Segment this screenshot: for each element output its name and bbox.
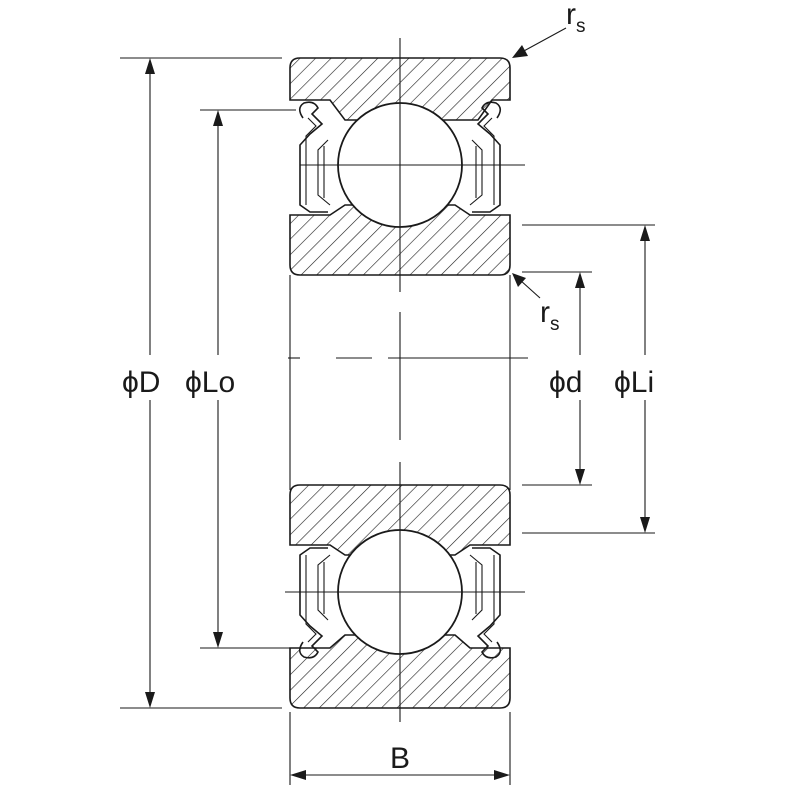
dimension-outer-diameter: ϕD: [120, 57, 282, 709]
dimension-inner-seal-diameter: ϕLi: [522, 224, 655, 534]
chamfer-callout-inner: rs: [512, 273, 560, 335]
dimension-width: B: [289, 712, 511, 785]
width-label: B: [390, 742, 410, 775]
svg-text:rs: rs: [540, 296, 560, 335]
centerlines: [285, 38, 528, 722]
dimension-outer-seal-diameter: ϕLo: [185, 109, 296, 649]
svg-text:rs: rs: [566, 0, 586, 37]
chamfer-top-main: r: [566, 0, 576, 31]
inner-seal-diameter-label: ϕLi: [614, 366, 654, 399]
upper-left-seal: [298, 101, 328, 213]
chamfer-callout-top: rs: [512, 0, 586, 58]
upper-right-seal: [472, 101, 502, 213]
outer-diameter-label: ϕD: [122, 366, 160, 399]
lower-left-seal: [298, 547, 328, 659]
chamfer-inner-main: r: [540, 296, 550, 329]
dimension-bore-diameter: ϕd: [522, 271, 592, 486]
bore-diameter-label: ϕd: [549, 366, 583, 399]
outer-seal-diameter-label: ϕLo: [185, 366, 235, 399]
chamfer-top-sub: s: [576, 16, 586, 37]
chamfer-inner-sub: s: [550, 314, 560, 335]
lower-right-seal: [472, 547, 502, 659]
